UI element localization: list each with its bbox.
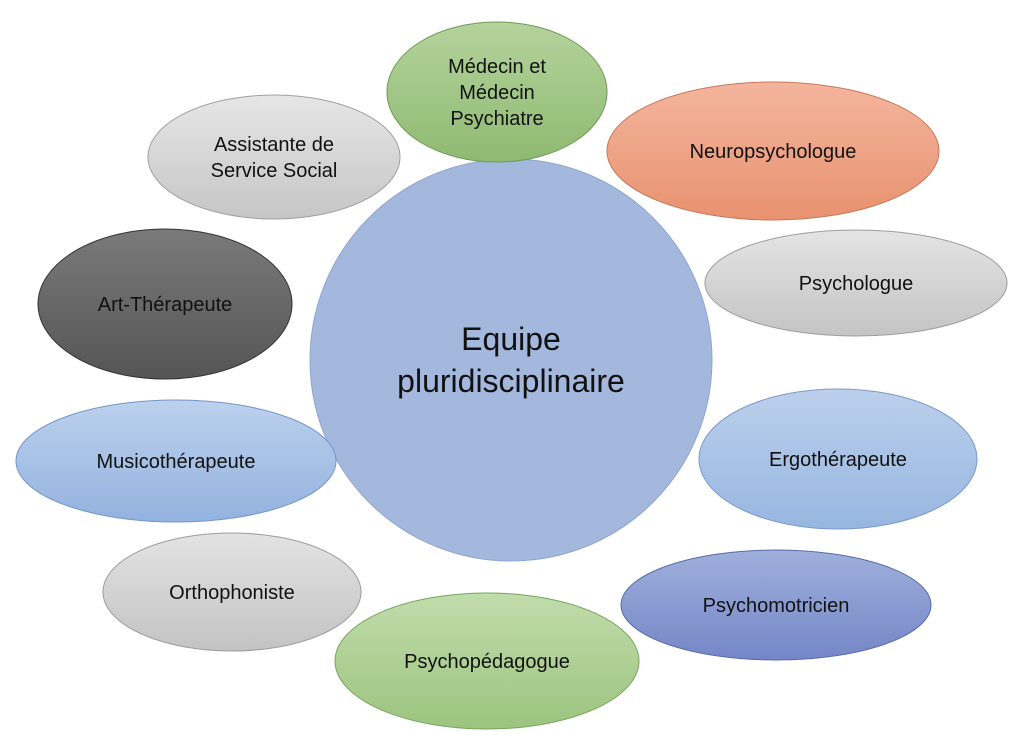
node-psychopedagogue: Psychopédagogue (334, 592, 640, 730)
node-psychomotricien-ellipse (620, 549, 932, 661)
node-orthophoniste-ellipse (102, 532, 362, 652)
node-art-therapeute-ellipse (37, 228, 293, 380)
center-label-line-1: Equipe (461, 321, 561, 357)
node-psychopedagogue-ellipse (334, 592, 640, 730)
node-neuropsychologue-label-line-1: Neuropsychologue (690, 141, 857, 163)
node-orthophoniste-label-line-1: Orthophoniste (169, 582, 295, 604)
node-medecin-ellipse (386, 21, 608, 163)
node-psychomotricien-label-line-1: Psychomotricien (703, 595, 850, 617)
node-psychopedagogue-label-line-1: Psychopédagogue (404, 651, 570, 673)
node-psychomotricien: Psychomotricien (620, 549, 932, 661)
node-musicotherapeute-ellipse (15, 399, 337, 523)
node-neuropsychologue: Neuropsychologue (606, 81, 940, 221)
node-assistante-sociale-label-line-1: Assistante de (214, 134, 334, 156)
node-art-therapeute-label-line-1: Art-Thérapeute (98, 294, 233, 316)
node-musicotherapeute: Musicothérapeute (15, 399, 337, 523)
node-psychologue-ellipse (704, 229, 1008, 337)
node-neuropsychologue-ellipse (606, 81, 940, 221)
node-ergotherapeute-label-line-1: Ergothérapeute (769, 449, 907, 471)
node-medecin-label-line-2: Médecin (459, 82, 535, 104)
node-psychologue-label-line-1: Psychologue (799, 273, 914, 295)
node-art-therapeute: Art-Thérapeute (37, 228, 293, 380)
node-ergotherapeute: Ergothérapeute (698, 388, 978, 530)
node-orthophoniste: Orthophoniste (102, 532, 362, 652)
node-musicotherapeute-label-line-1: Musicothérapeute (97, 451, 256, 473)
node-psychologue: Psychologue (704, 229, 1008, 337)
node-assistante-sociale-label-line-2: Service Social (211, 160, 338, 182)
center-circle (309, 158, 713, 562)
center-node: Equipe pluridisciplinaire (309, 158, 713, 562)
node-medecin-label-line-3: Psychiatre (450, 108, 543, 130)
node-assistante-sociale: Assistante de Service Social (147, 94, 401, 220)
center-label-line-2: pluridisciplinaire (397, 363, 625, 399)
node-ergotherapeute-ellipse (698, 388, 978, 530)
node-medecin-label-line-1: Médecin et (448, 56, 546, 78)
node-assistante-sociale-ellipse (147, 94, 401, 220)
